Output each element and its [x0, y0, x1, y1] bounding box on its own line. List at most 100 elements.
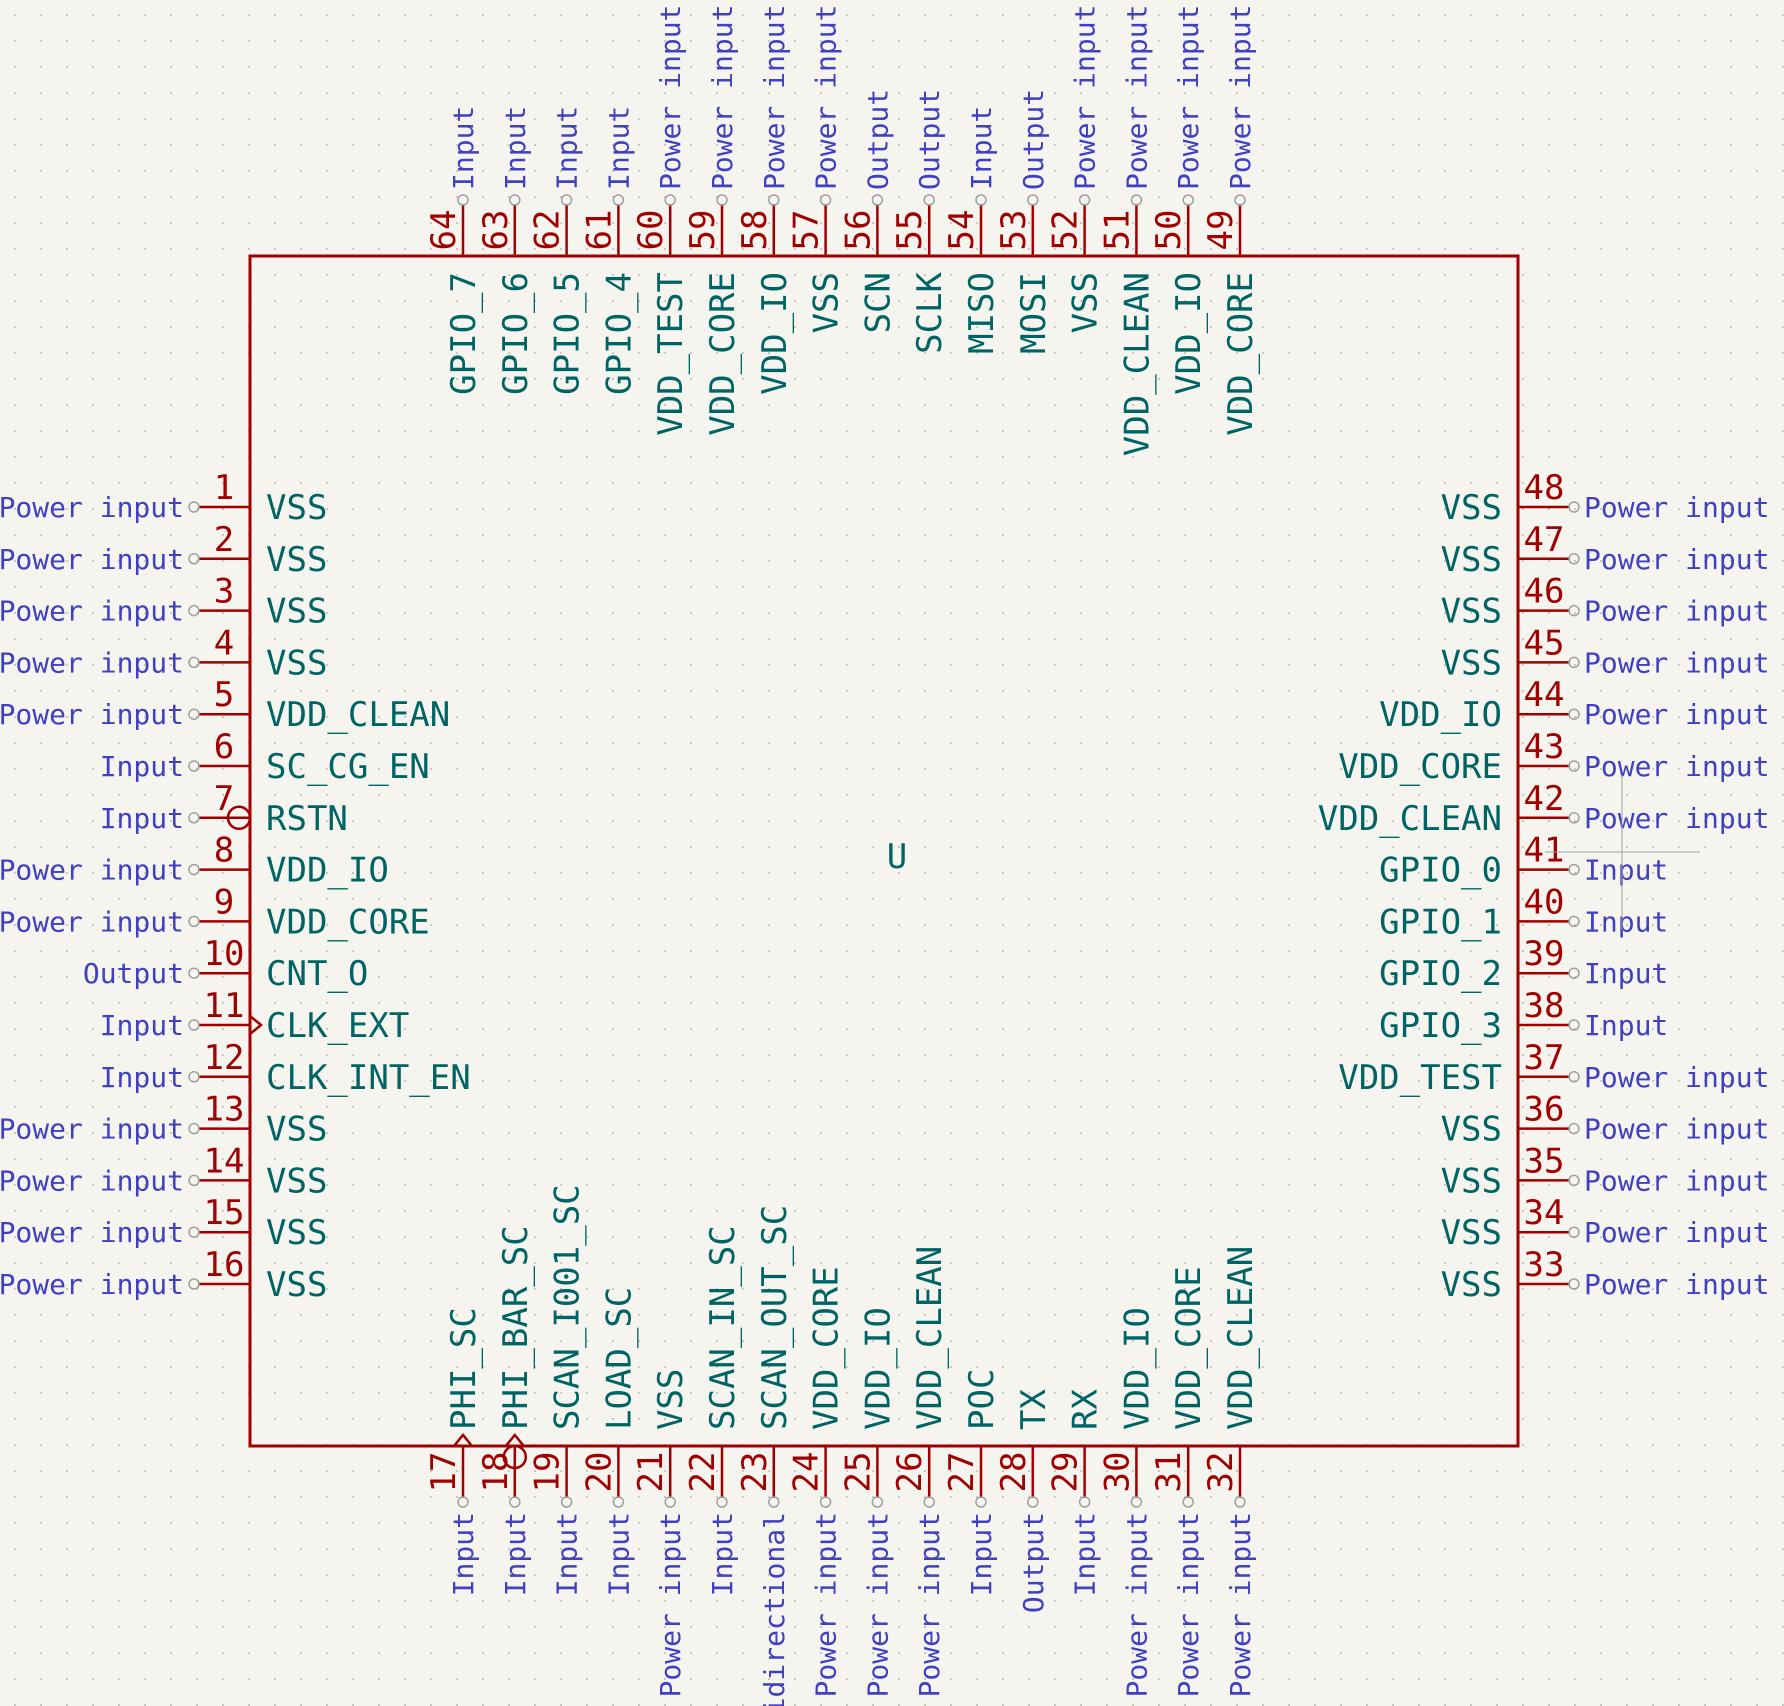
pin-32[interactable] — [1234, 1446, 1246, 1508]
pin-15[interactable] — [188, 1226, 250, 1238]
pin-28[interactable] — [1027, 1446, 1039, 1508]
pin-name: GPIO_3 — [1379, 1006, 1502, 1046]
pin-endpoint — [975, 194, 987, 206]
pin-44[interactable] — [1518, 708, 1580, 720]
pin-type: Input — [1584, 854, 1668, 887]
pin-17[interactable] — [453, 1433, 473, 1508]
pin-endpoint — [560, 194, 573, 206]
pin-name: PHI_BAR_SC — [496, 1225, 536, 1430]
pin-4[interactable] — [188, 656, 250, 669]
pin-45[interactable] — [1518, 656, 1580, 669]
pin-19[interactable] — [560, 1446, 573, 1508]
pin-number: 9 — [214, 882, 234, 922]
pin-37[interactable] — [1518, 1071, 1580, 1083]
pin-endpoint — [188, 967, 200, 979]
pin-58[interactable] — [768, 194, 780, 256]
pin-30[interactable] — [1130, 1446, 1143, 1508]
pin-9[interactable] — [188, 915, 250, 928]
pin-name: VDD_TEST — [651, 272, 691, 436]
pin-14[interactable] — [188, 1174, 250, 1187]
pin-number: 5 — [214, 675, 234, 715]
pin-62[interactable] — [560, 194, 573, 256]
pin-61[interactable] — [612, 194, 625, 256]
pin-29[interactable] — [1078, 1446, 1091, 1508]
pin-11[interactable] — [188, 1015, 263, 1035]
pin-46[interactable] — [1518, 604, 1580, 617]
pin-20[interactable] — [612, 1446, 625, 1508]
pin-34[interactable] — [1518, 1226, 1580, 1238]
pin-name: VSS — [651, 1369, 691, 1430]
pin-63[interactable] — [509, 194, 521, 256]
pin-31[interactable] — [1182, 1446, 1194, 1508]
pin-38[interactable] — [1518, 1019, 1580, 1031]
pin-64[interactable] — [457, 194, 469, 256]
pin-name: VDD_CLEAN — [1318, 799, 1502, 839]
pin-47[interactable] — [1518, 553, 1580, 565]
pin-53[interactable] — [1027, 194, 1039, 256]
pin-36[interactable] — [1518, 1122, 1580, 1135]
pin-endpoint — [664, 194, 676, 206]
pin-22[interactable] — [716, 1446, 728, 1508]
pin-type: Power input — [654, 1512, 687, 1697]
pin-endpoint — [560, 1496, 573, 1508]
pin-5[interactable] — [188, 708, 250, 720]
pin-56[interactable] — [871, 194, 884, 256]
pin-27[interactable] — [975, 1446, 987, 1508]
pin-21[interactable] — [664, 1446, 676, 1508]
pin-55[interactable] — [923, 194, 935, 256]
pin-10[interactable] — [188, 967, 250, 979]
pin-endpoint — [923, 194, 935, 206]
pin-endpoint — [1027, 1496, 1039, 1508]
pin-type: Power input — [1584, 646, 1769, 679]
pin-42[interactable] — [1518, 812, 1580, 824]
pin-13[interactable] — [188, 1122, 250, 1135]
pin-number: 50 — [1149, 210, 1189, 251]
pin-39[interactable] — [1518, 967, 1580, 979]
pin-name: VSS — [266, 488, 327, 528]
pin-57[interactable] — [819, 194, 832, 256]
pin-endpoint — [819, 1496, 832, 1508]
pin-8[interactable] — [188, 863, 250, 876]
pin-type: Input — [100, 1009, 184, 1042]
pin-23[interactable] — [768, 1446, 780, 1508]
component-body[interactable] — [248, 254, 1520, 1448]
pin-endpoint — [1234, 194, 1246, 206]
pin-24[interactable] — [819, 1446, 832, 1508]
pin-26[interactable] — [923, 1446, 935, 1508]
pin-name: SC_CG_EN — [266, 747, 430, 787]
pin-number: 22 — [683, 1452, 723, 1493]
pin-name: MISO — [962, 272, 1002, 354]
pin-name: VDD_CORE — [703, 272, 743, 436]
pin-33[interactable] — [1518, 1278, 1580, 1290]
pin-7[interactable] — [188, 805, 252, 831]
pin-2[interactable] — [188, 553, 250, 565]
pin-type: Power input — [1584, 491, 1769, 524]
pin-51[interactable] — [1130, 194, 1143, 256]
pin-43[interactable] — [1518, 760, 1580, 772]
pin-endpoint — [1568, 553, 1580, 565]
pin-41[interactable] — [1518, 863, 1580, 876]
pin-40[interactable] — [1518, 915, 1580, 928]
pin-50[interactable] — [1182, 194, 1194, 256]
pin-48[interactable] — [1518, 501, 1580, 513]
pin-18[interactable] — [502, 1433, 528, 1508]
pin-12[interactable] — [188, 1071, 250, 1083]
pin-60[interactable] — [664, 194, 676, 256]
pin-52[interactable] — [1078, 194, 1091, 256]
pin-type: Power input — [1584, 1216, 1769, 1249]
pin-name: GPIO_6 — [496, 272, 536, 395]
pin-16[interactable] — [188, 1278, 250, 1290]
pin-6[interactable] — [188, 760, 250, 772]
pin-54[interactable] — [975, 194, 987, 256]
pin-type: Power input — [1584, 543, 1769, 576]
pin-number: 38 — [1524, 986, 1565, 1026]
pin-endpoint — [716, 194, 728, 206]
pin-35[interactable] — [1518, 1174, 1580, 1187]
pin-name: VSS — [266, 1161, 327, 1201]
pin-3[interactable] — [188, 604, 250, 617]
pin-59[interactable] — [716, 194, 728, 256]
pin-25[interactable] — [871, 1446, 884, 1508]
pin-1[interactable] — [188, 501, 250, 513]
pin-49[interactable] — [1234, 194, 1246, 256]
